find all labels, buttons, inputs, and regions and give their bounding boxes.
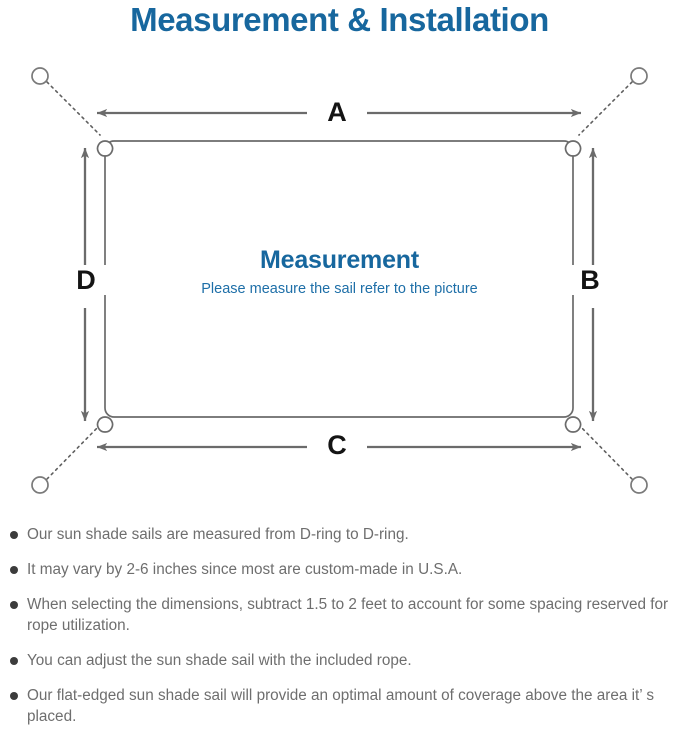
bullet-icon — [10, 531, 18, 539]
notes-list: Our sun shade sails are measured from D-… — [0, 524, 679, 741]
list-item: Our flat-edged sun shade sail will provi… — [0, 685, 679, 727]
diagram-canvas — [31, 67, 648, 494]
d-ring-top-left — [96, 140, 114, 157]
list-item: It may vary by 2-6 inches since most are… — [0, 559, 679, 580]
rope-lines — [46, 81, 633, 480]
anchor-ring-top-right — [630, 67, 648, 85]
note-text: It may vary by 2-6 inches since most are… — [27, 561, 463, 578]
rope-top-right — [578, 81, 633, 136]
dimension-arrows — [80, 108, 598, 452]
note-text: You can adjust the sun shade sail with t… — [27, 652, 412, 669]
rope-bottom-right — [578, 424, 633, 480]
bullet-icon — [10, 692, 18, 700]
list-item: Our sun shade sails are measured from D-… — [0, 524, 679, 545]
rope-bottom-left — [46, 424, 101, 480]
rope-top-left — [46, 81, 101, 136]
list-item: When selecting the dimensions, subtract … — [0, 594, 679, 636]
anchor-ring-top-left — [31, 67, 49, 85]
note-text: Our sun shade sails are measured from D-… — [27, 526, 409, 543]
bullet-icon — [10, 657, 18, 665]
bullet-icon — [10, 601, 18, 609]
sail-outline — [104, 140, 574, 418]
page-title: Measurement & Installation — [130, 1, 549, 38]
bullet-icon — [10, 566, 18, 574]
anchor-ring-bottom-left — [31, 476, 49, 494]
d-ring-bottom-right — [564, 416, 582, 433]
d-ring-top-right — [564, 140, 582, 157]
d-ring-bottom-left — [96, 416, 114, 433]
d-rings — [96, 140, 582, 433]
anchor-ring-bottom-right — [630, 476, 648, 494]
note-text: When selecting the dimensions, subtract … — [27, 596, 669, 634]
anchor-rings — [31, 67, 648, 494]
note-text: Our flat-edged sun shade sail will provi… — [27, 687, 654, 725]
list-item: You can adjust the sun shade sail with t… — [0, 650, 679, 671]
sail-measurement-diagram: A B C D Measurement Please measure the s… — [0, 46, 679, 516]
